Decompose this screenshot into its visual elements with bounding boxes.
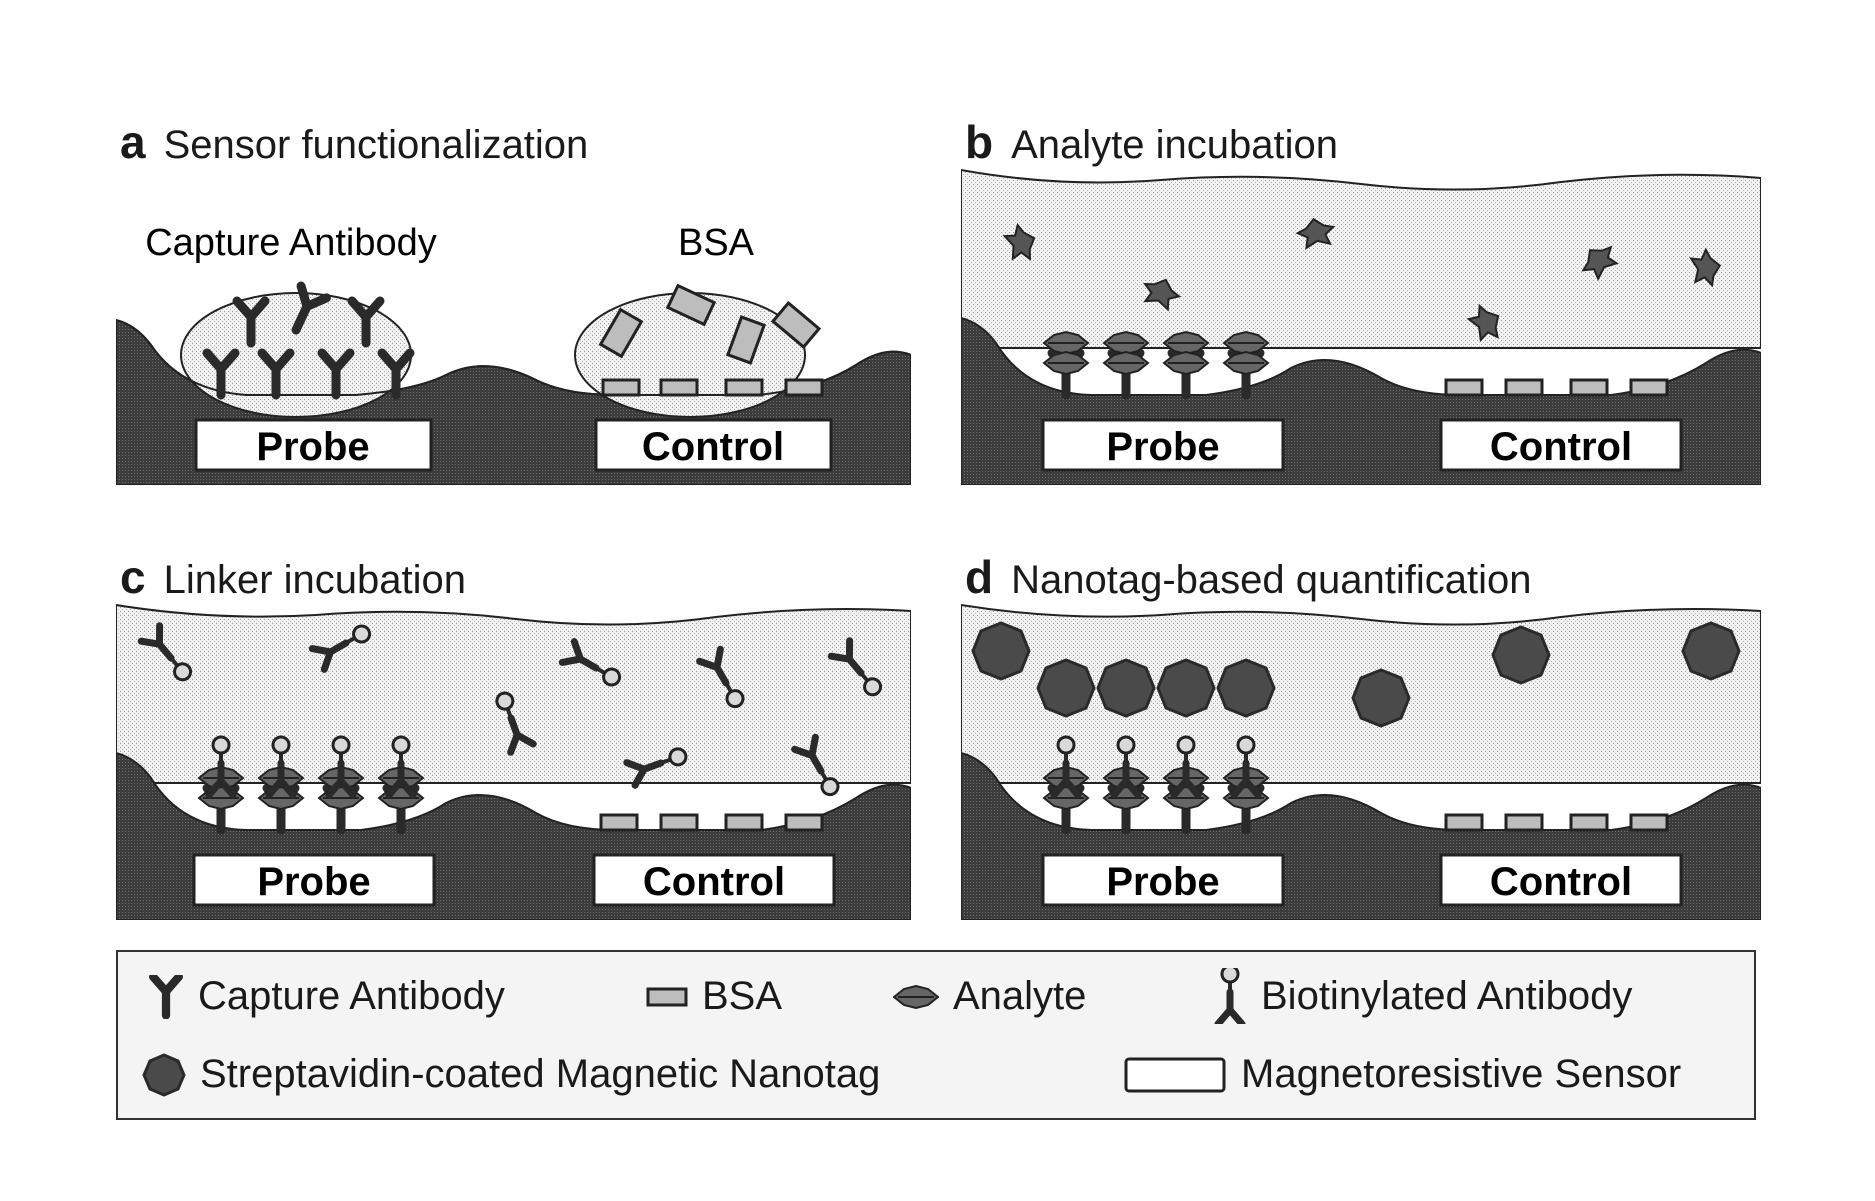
panel-a-sensor-functionalization: Probe Control Capture Antibody BSA: [116, 215, 911, 485]
legend-biotinylated-antibody: Biotinylated Antibody: [1213, 968, 1632, 1024]
control-label: Control: [643, 860, 785, 904]
panel-letter: d: [965, 550, 993, 604]
sensor-icon: [1123, 1056, 1227, 1094]
control-label: Control: [1490, 860, 1632, 904]
legend-label: Biotinylated Antibody: [1261, 974, 1632, 1019]
legend-nanotag: Streptavidin-coated Magnetic Nanotag: [142, 1052, 880, 1097]
panel-title: Sensor functionalization: [164, 123, 589, 168]
bsa-surface: [1446, 815, 1667, 830]
legend-label: Magnetoresistive Sensor: [1241, 1052, 1681, 1097]
legend-capture-antibody: Capture Antibody: [148, 974, 505, 1019]
panel-title: Analyte incubation: [1011, 123, 1338, 168]
legend-label: Capture Antibody: [198, 974, 505, 1019]
legend-bsa: BSA: [646, 974, 782, 1019]
panel-d-nanotag-quantification: Probe Control: [961, 603, 1761, 920]
panel-b-header: b Analyte incubation: [965, 115, 1338, 169]
probe-label: Probe: [257, 860, 370, 904]
analyte-solution: [961, 170, 1761, 348]
legend: Capture Antibody BSA Analyte Biotinylate…: [116, 950, 1756, 1120]
panel-letter: c: [120, 550, 146, 604]
bsa-caption: BSA: [678, 222, 755, 264]
analyte-icon: [893, 985, 939, 1009]
panel-c-header: c Linker incubation: [120, 550, 466, 604]
control-label: Control: [642, 425, 784, 469]
control-label: Control: [1490, 425, 1632, 469]
nanotag-icon: [142, 1053, 186, 1097]
probe-label: Probe: [1106, 425, 1219, 469]
bsa-surface: [1446, 380, 1667, 395]
panel-title: Linker incubation: [164, 558, 466, 603]
panel-b-analyte-incubation: Probe Control: [961, 168, 1761, 485]
legend-sensor: Magnetoresistive Sensor: [1123, 1052, 1681, 1097]
panel-letter: b: [965, 115, 993, 169]
bsa-surface: [601, 815, 822, 830]
panel-letter: a: [120, 115, 146, 169]
bsa-icon: [646, 985, 688, 1009]
panel-a-header: a Sensor functionalization: [120, 115, 588, 169]
panel-title: Nanotag-based quantification: [1011, 558, 1531, 603]
capture-antibody-icon: [148, 975, 184, 1019]
legend-label: BSA: [702, 974, 782, 1019]
legend-label: Streptavidin-coated Magnetic Nanotag: [200, 1052, 880, 1097]
legend-analyte: Analyte: [893, 974, 1086, 1019]
capture-antibody-caption: Capture Antibody: [145, 222, 437, 264]
legend-label: Analyte: [953, 974, 1086, 1019]
biotinylated-antibody-icon: [1213, 968, 1247, 1024]
probe-label: Probe: [256, 425, 369, 469]
probe-label: Probe: [1106, 860, 1219, 904]
panel-d-header: d Nanotag-based quantification: [965, 550, 1531, 604]
linker-solution: [116, 605, 911, 783]
panel-c-linker-incubation: Probe Control: [116, 603, 911, 920]
